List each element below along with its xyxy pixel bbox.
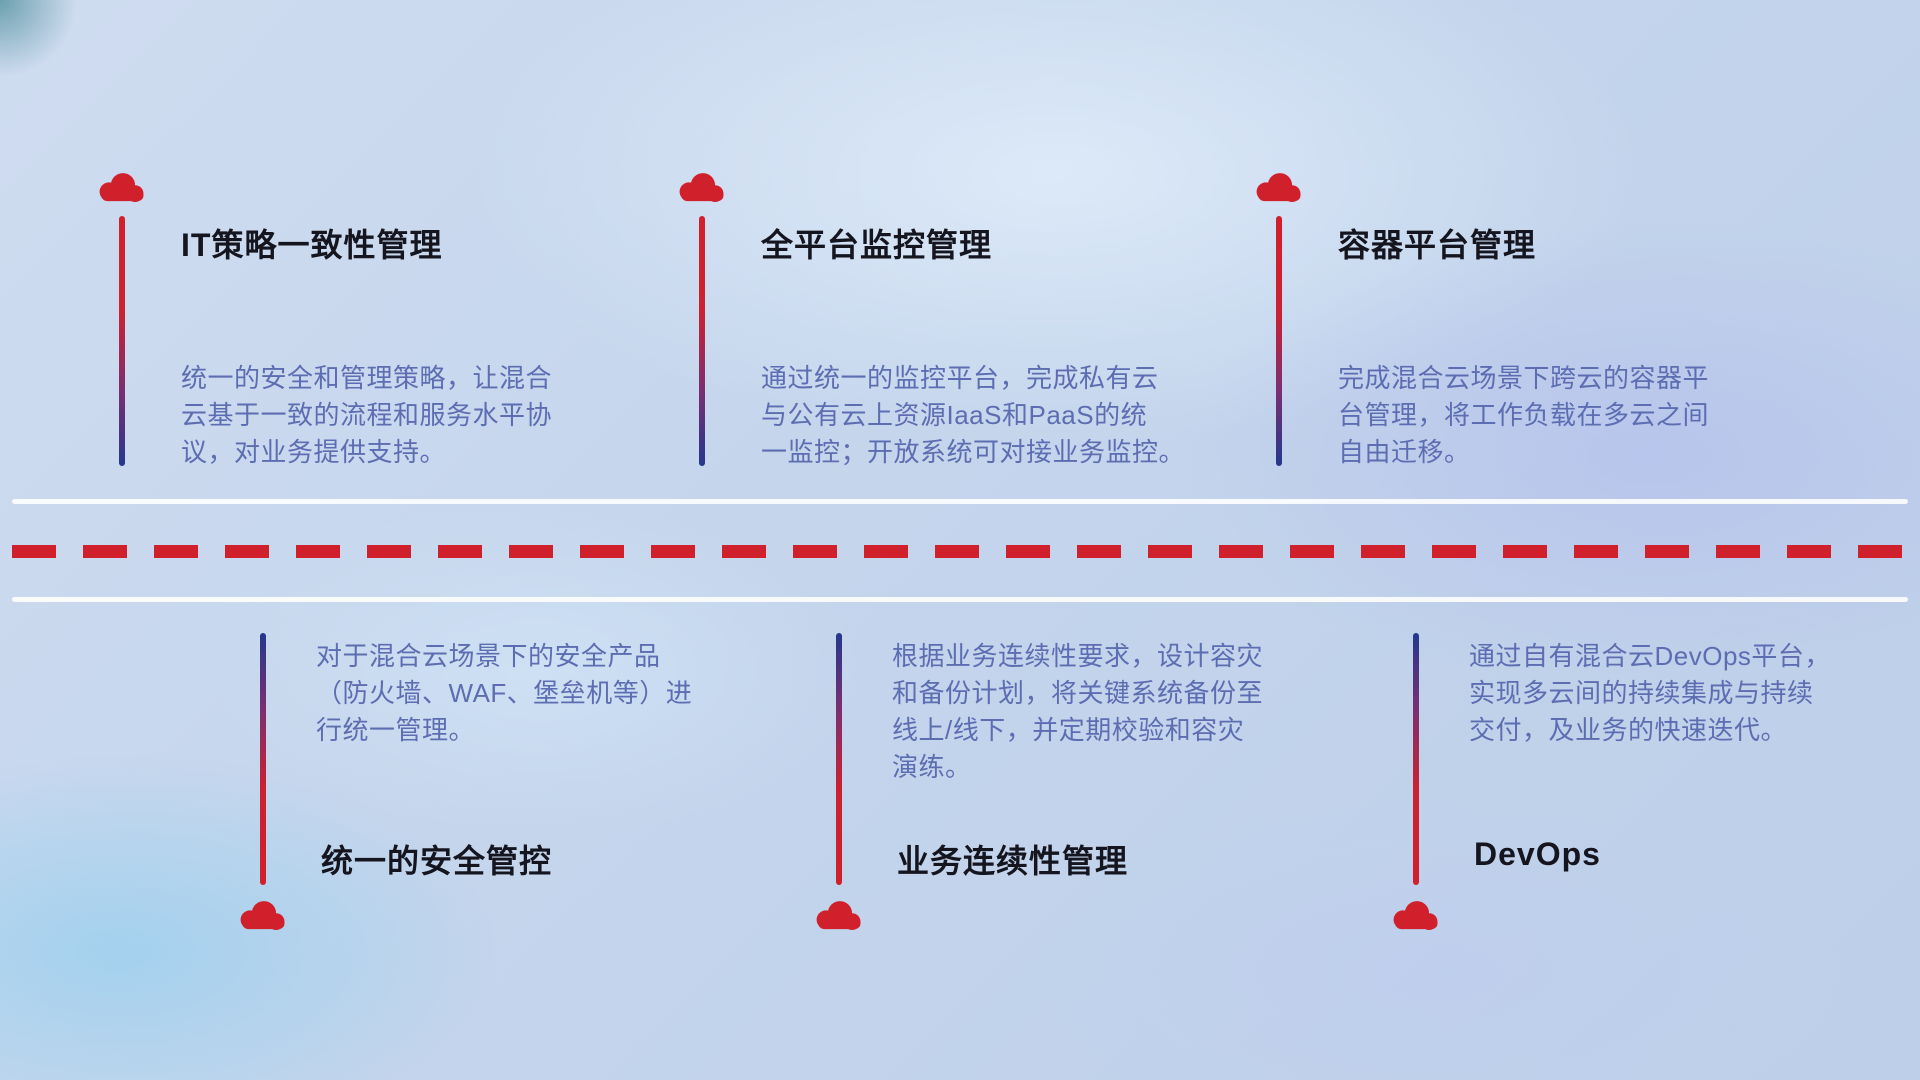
capability-description-line: 自由迁移。	[1338, 437, 1471, 467]
timeline-connector	[699, 216, 705, 466]
capability-title: IT策略一致性管理	[181, 227, 443, 263]
capability-description-line: 通过统一的监控平台，完成私有云	[761, 363, 1159, 393]
capability-description-line: 通过自有混合云DevOps平台，	[1469, 641, 1831, 671]
capability-description-line: 完成混合云场景下跨云的容器平	[1338, 363, 1710, 393]
capability-description-line: 实现多云间的持续集成与持续	[1469, 678, 1814, 708]
cloud-icon	[1251, 168, 1307, 208]
cloud-icon	[94, 168, 150, 208]
capability-description: 根据业务连续性要求，设计容灾 和备份计划，将关键系统备份至 线上/线下，并定期校…	[892, 638, 1263, 786]
timeline-connector	[1413, 633, 1419, 885]
capability-description-line: 统一的安全和管理策略，让混合	[181, 363, 553, 393]
timeline-connector	[119, 216, 125, 466]
capability-description-line: 台管理，将工作负载在多云之间	[1338, 400, 1710, 430]
capability-item-container-platform: 容器平台管理 完成混合云场景下跨云的容器平 台管理，将工作负载在多云之间 自由迁…	[1251, 168, 1811, 508]
capability-description: 对于混合云场景下的安全产品 （防火墙、WAF、堡垒机等）进 行统一管理。	[316, 638, 692, 749]
capability-description: 统一的安全和管理策略，让混合 云基于一致的流程和服务水平协 议，对业务提供支持。	[181, 360, 552, 471]
cloud-icon	[1388, 896, 1444, 936]
timeline-solid-line-top	[12, 499, 1908, 504]
timeline-dashed-line	[12, 545, 1908, 558]
capability-description: 通过统一的监控平台，完成私有云 与公有云上资源IaaS和PaaS的统 一监控；开…	[761, 360, 1185, 471]
capability-item-devops: 通过自有混合云DevOps平台， 实现多云间的持续集成与持续 交付，及业务的快速…	[1389, 630, 1920, 960]
capability-item-monitoring: 全平台监控管理 通过统一的监控平台，完成私有云 与公有云上资源IaaS和PaaS…	[674, 168, 1234, 508]
capability-item-security-control: 对于混合云场景下的安全产品 （防火墙、WAF、堡垒机等）进 行统一管理。 统一的…	[236, 630, 816, 960]
capability-title: 容器平台管理	[1338, 227, 1537, 263]
timeline-connector	[1276, 216, 1282, 466]
capability-description-line: 与公有云上资源IaaS和PaaS的统	[761, 400, 1148, 430]
capability-description-line: 演练。	[892, 752, 972, 782]
cloud-icon	[811, 896, 867, 936]
capability-description-line: 对于混合云场景下的安全产品	[316, 641, 661, 671]
capability-description-line: 和备份计划，将关键系统备份至	[892, 678, 1264, 708]
capability-description-line: 根据业务连续性要求，设计容灾	[892, 641, 1264, 671]
capability-title: DevOps	[1474, 836, 1601, 872]
capability-description-line: （防火墙、WAF、堡垒机等）进	[316, 678, 693, 708]
capability-description-line: 议，对业务提供支持。	[181, 437, 447, 467]
capability-item-business-continuity: 根据业务连续性要求，设计容灾 和备份计划，将关键系统备份至 线上/线下，并定期校…	[812, 630, 1392, 960]
capability-item-it-policy: IT策略一致性管理 统一的安全和管理策略，让混合 云基于一致的流程和服务水平协 …	[94, 168, 654, 508]
capability-description: 完成混合云场景下跨云的容器平 台管理，将工作负载在多云之间 自由迁移。	[1338, 360, 1709, 471]
capability-description-line: 交付，及业务的快速迭代。	[1469, 715, 1788, 745]
capability-title: 业务连续性管理	[897, 843, 1129, 879]
cloud-icon	[235, 896, 291, 936]
capability-description-line: 线上/线下，并定期校验和容灾	[892, 715, 1245, 745]
timeline-connector	[260, 633, 266, 885]
capability-description: 通过自有混合云DevOps平台， 实现多云间的持续集成与持续 交付，及业务的快速…	[1469, 638, 1831, 749]
timeline-solid-line-bottom	[12, 597, 1908, 602]
capability-description-line: 云基于一致的流程和服务水平协	[181, 400, 553, 430]
capability-description-line: 一监控；开放系统可对接业务监控。	[761, 437, 1186, 467]
cloud-icon	[674, 168, 730, 208]
capability-title: 全平台监控管理	[761, 227, 993, 263]
timeline-connector	[836, 633, 842, 885]
capability-title: 统一的安全管控	[321, 843, 553, 879]
capability-description-line: 行统一管理。	[316, 715, 476, 745]
